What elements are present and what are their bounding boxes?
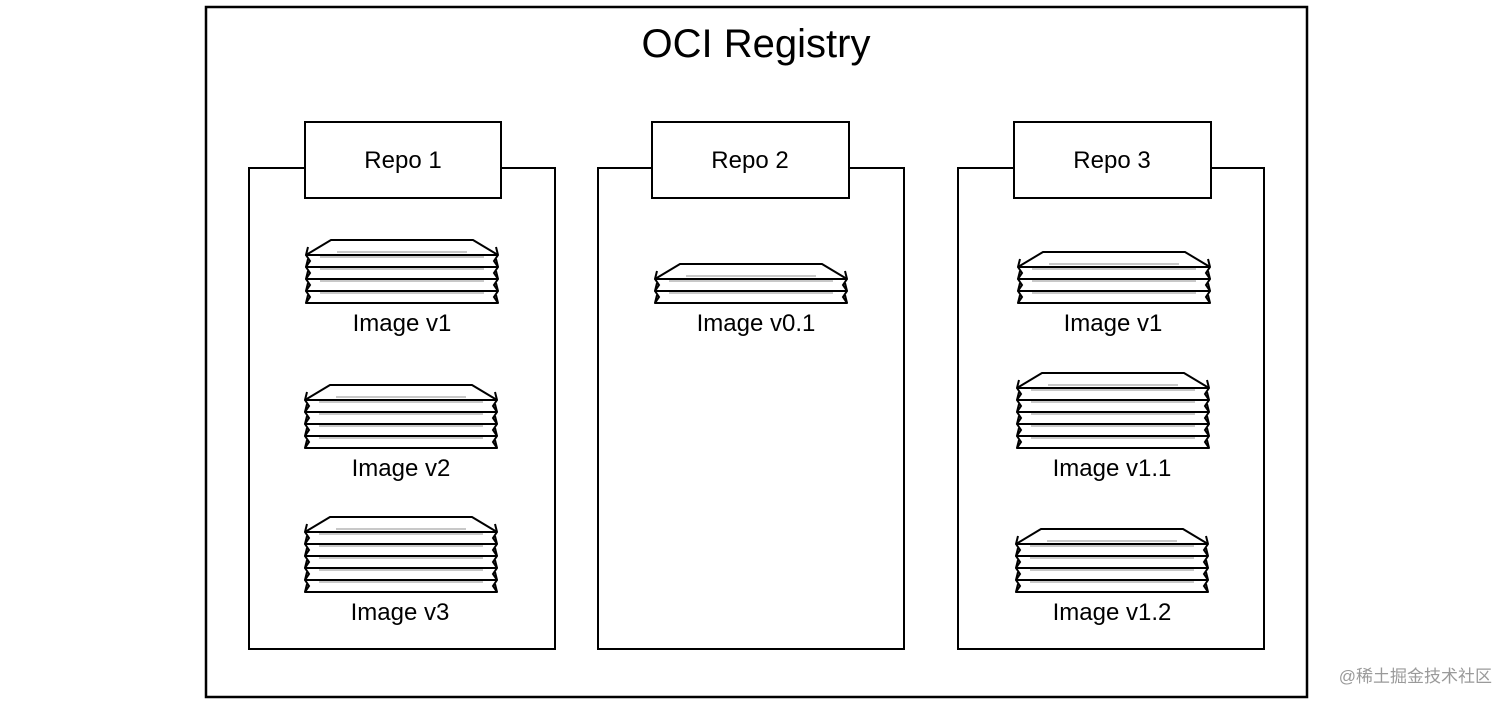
layer-top [304, 516, 498, 533]
image-label: Image v0.1 [697, 310, 816, 337]
layer-side-edge [1017, 266, 1024, 304]
layer-side-edge [304, 399, 311, 449]
repo-2-box [597, 167, 905, 650]
image-layer [1015, 583, 1209, 593]
image-stack-icon [654, 263, 848, 304]
layer-top [1016, 372, 1210, 389]
repo-1-image-1: Image v1 [305, 239, 499, 337]
image-label: Image v1.1 [1053, 455, 1172, 482]
repo-3-image-2: Image v1.1 [1016, 372, 1210, 482]
image-layer [304, 439, 498, 449]
image-layer [1016, 391, 1210, 401]
layer-side-edge [1015, 543, 1022, 593]
layer-top [304, 384, 498, 401]
image-layer [1017, 282, 1211, 292]
image-layer [1016, 379, 1210, 389]
repo-2: Repo 2 Image v0.1 [597, 121, 905, 650]
repo-2-label: Repo 2 [711, 147, 788, 174]
image-layer [305, 270, 499, 280]
image-stack-icon [1017, 251, 1211, 304]
image-layer [654, 282, 848, 292]
image-label: Image v1.2 [1053, 599, 1172, 626]
repo-3-label-box [1013, 121, 1212, 199]
image-layer [304, 415, 498, 425]
layer-side-edge [1202, 543, 1209, 593]
repo-3-label: Repo 3 [1073, 147, 1150, 174]
layer-side-edge [1203, 387, 1210, 449]
image-layer [304, 547, 498, 557]
image-layer [304, 535, 498, 545]
image-layer [304, 391, 498, 401]
repo-3-box [957, 167, 1265, 650]
layer-side-edge [304, 531, 311, 593]
image-layer [305, 246, 499, 256]
watermark: @稀土掘金技术社区 [1339, 667, 1492, 686]
layer-side-edge [841, 278, 848, 304]
image-stack-icon [1016, 372, 1210, 449]
image-stack-icon [304, 384, 498, 449]
image-layer [1015, 547, 1209, 557]
image-layer [1016, 403, 1210, 413]
image-layer [305, 282, 499, 292]
image-layer [304, 571, 498, 581]
repo-2-image-1: Image v0.1 [654, 263, 848, 337]
image-layer [654, 294, 848, 304]
image-layer [304, 559, 498, 569]
registry-title: OCI Registry [642, 22, 871, 66]
repo-1-label-box [304, 121, 502, 199]
image-layer [305, 294, 499, 304]
image-layer [304, 583, 498, 593]
image-stack-icon [305, 239, 499, 304]
repo-3-image-3: Image v1.2 [1015, 528, 1209, 626]
repo-1-image-3: Image v3 [304, 516, 498, 626]
image-layer [305, 258, 499, 268]
repo-2-label-box [651, 121, 850, 199]
image-stack-icon [1015, 528, 1209, 593]
image-layer [1015, 571, 1209, 581]
layer-side-edge [492, 254, 499, 304]
layer-top [654, 263, 848, 280]
layer-side-edge [305, 254, 312, 304]
image-stack-icon [304, 516, 498, 593]
image-layer [1016, 439, 1210, 449]
image-layer [1015, 535, 1209, 545]
image-layer [654, 270, 848, 280]
layer-top [305, 239, 499, 256]
layer-top [1015, 528, 1209, 545]
layer-side-edge [491, 399, 498, 449]
image-layer [1017, 294, 1211, 304]
repo-3: Repo 3 Image v1 Image v1.1 Image v1.2 [957, 121, 1265, 650]
image-layer [1017, 258, 1211, 268]
image-layer [304, 427, 498, 437]
layer-side-edge [1204, 266, 1211, 304]
layer-top [1017, 251, 1211, 268]
image-layer [1016, 415, 1210, 425]
layer-side-edge [654, 278, 661, 304]
image-label: Image v1 [1064, 310, 1163, 337]
image-layer [304, 523, 498, 533]
image-label: Image v3 [351, 599, 450, 626]
image-layer [304, 403, 498, 413]
layer-side-edge [491, 531, 498, 593]
repo-1-label: Repo 1 [364, 147, 441, 174]
image-layer [1017, 270, 1211, 280]
repo-1: Repo 1 Image v1 Image v2 Image v3 [248, 121, 556, 650]
layer-side-edge [1016, 387, 1023, 449]
image-label: Image v2 [352, 455, 451, 482]
repo-1-image-2: Image v2 [304, 384, 498, 482]
image-layer [1015, 559, 1209, 569]
image-label: Image v1 [353, 310, 452, 337]
repo-3-image-1: Image v1 [1017, 251, 1211, 337]
image-layer [1016, 427, 1210, 437]
